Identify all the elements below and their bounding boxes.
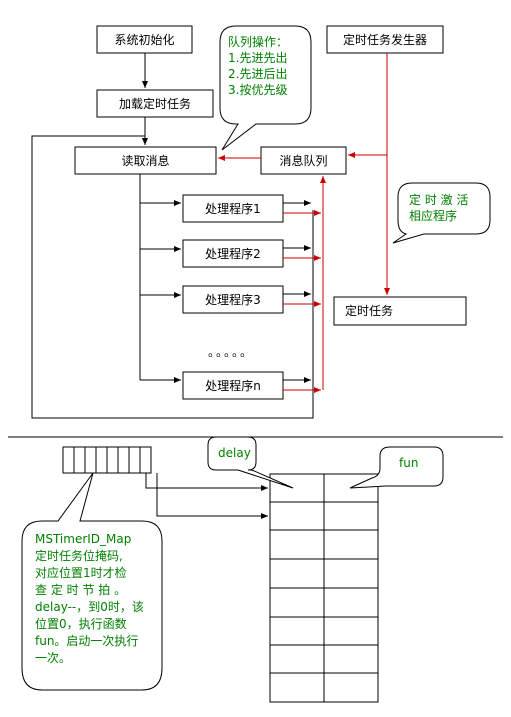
map-note-line-5: delay--，到0时，该: [35, 600, 144, 614]
ellipsis-label: 。。。。。: [208, 345, 254, 359]
handler-n-label: 处理程序n: [205, 378, 261, 393]
sys-init-box: [96, 25, 193, 54]
read-msg-label: 读取消息: [121, 153, 169, 168]
handler-1-label: 处理程序1: [205, 201, 261, 216]
sys-init-label: 系统初始化: [114, 33, 174, 47]
delay-label: delay: [218, 446, 251, 460]
handler-3-label: 处理程序3: [205, 292, 261, 307]
fun-callout: [349, 446, 444, 489]
timer-bitmap-array: [62, 446, 152, 474]
activate-line-1: 定 时 激 活: [409, 192, 468, 207]
timer-task-label: 定时任务: [345, 303, 393, 318]
activate-callout: [392, 182, 491, 244]
map-note-line-1: MSTimerID_Map: [35, 532, 131, 546]
map-note-callout: [21, 472, 163, 691]
msg-queue-label: 消息队列: [279, 153, 327, 168]
load-task-label: 加载定时任务: [119, 96, 191, 111]
queue-ops-line-2: 1.先进先出: [228, 51, 287, 65]
handler-3-box: [182, 285, 284, 314]
handler-1-box: [182, 194, 284, 223]
map-note-line-7: fun。启动一次执行: [35, 634, 138, 648]
delay-callout: [207, 436, 294, 489]
map-note-line-6: 位置0，执行函数: [35, 616, 127, 631]
handler-n-box: [182, 371, 284, 400]
queue-ops-callout: [219, 25, 312, 151]
handler-2-label: 处理程序2: [205, 246, 261, 261]
queue-ops-line-3: 2.先进后出: [228, 67, 287, 81]
handler-2-box: [182, 239, 284, 268]
map-note-line-8: 一次。: [35, 651, 71, 665]
read-msg-box: [74, 146, 217, 175]
timer-task-box: [333, 296, 467, 326]
timer-task-table: [269, 473, 379, 703]
timer-generator-box: [326, 25, 444, 54]
map-note-line-2: 定时任务位掩码,: [35, 548, 123, 563]
queue-ops-line-1: 队列操作：: [228, 34, 288, 49]
timer-generator-label: 定时任务发生器: [343, 32, 427, 47]
activate-line-2: 相应程序: [409, 208, 457, 223]
fun-label: fun: [399, 456, 418, 470]
map-note-line-4: 查 定 时 节 拍 。: [35, 582, 126, 597]
load-task-box: [96, 89, 214, 118]
bitmap-to-row1-arrow: [145, 473, 268, 491]
bitmap-to-row2-arrow: [156, 473, 268, 519]
main-loop-line: [31, 135, 314, 419]
queue-ops-line-4: 3.按优先级: [228, 83, 287, 97]
map-note-line-3: 对应位置1时才检: [35, 565, 127, 580]
msg-queue-box: [260, 146, 347, 175]
